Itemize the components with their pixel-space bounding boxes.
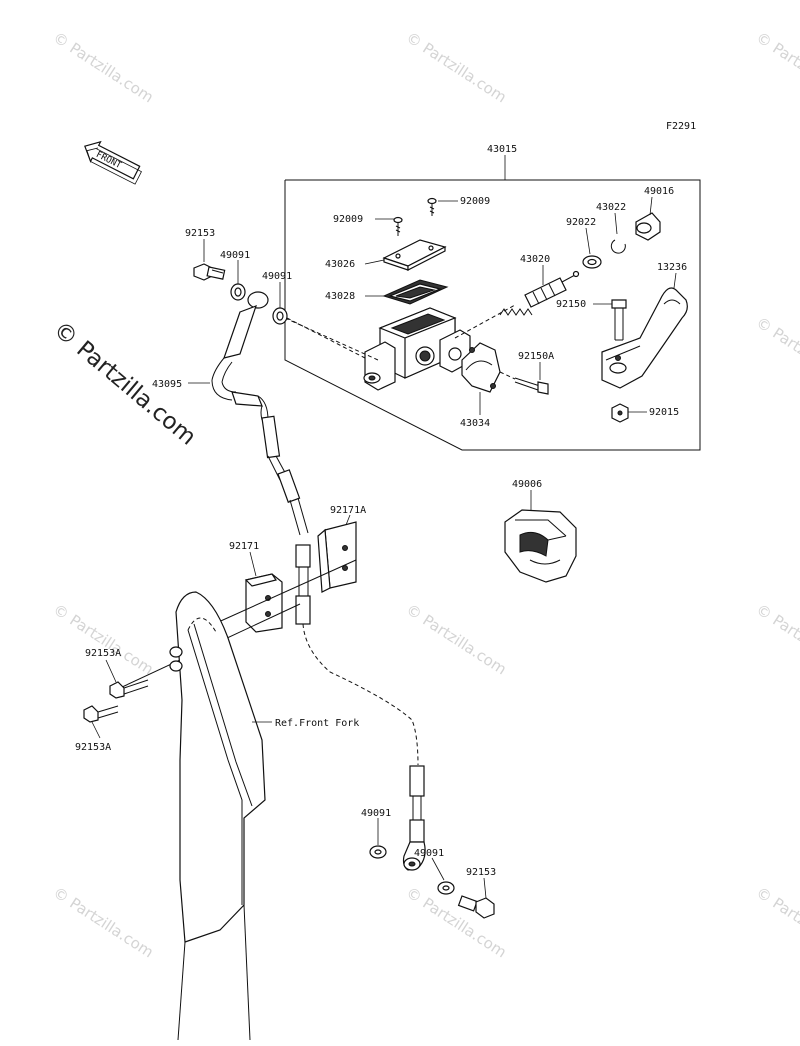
label-43095: 43095 [152, 379, 182, 390]
label-43015: 43015 [487, 144, 517, 155]
banjo-bolt-92153-bottom [457, 895, 495, 919]
bracket-92171A [317, 521, 357, 593]
bolt-92153A-lower [83, 705, 119, 723]
label-ref-front-fork: Ref.Front Fork [275, 718, 359, 729]
washer-49091-top-right [272, 307, 288, 325]
watermark-tile: © Partzilla.com [403, 883, 510, 961]
watermark-tile: © Partzilla.com [50, 883, 157, 961]
label-92150: 92150 [556, 299, 586, 310]
bolt-92153A-upper [109, 679, 149, 699]
clamp-43034 [461, 342, 501, 393]
label-49091-top-1: 49091 [220, 250, 250, 261]
label-92009-right: 92009 [460, 196, 490, 207]
label-49091-top-2: 49091 [262, 271, 292, 282]
watermark-tiles: © Partzilla.com © Partzilla.com © Partzi… [50, 28, 800, 961]
watermark-tile: © Partzilla.com [753, 313, 800, 391]
assembly-box-43015 [284, 155, 701, 451]
label-92171A: 92171A [330, 505, 366, 516]
brake-hose-43095 [211, 291, 311, 625]
brake-hose-lower [402, 765, 426, 871]
label-92153-bottom: 92153 [466, 867, 496, 878]
label-49091-bottom-2: 49091 [414, 848, 444, 859]
watermark-tile: © Partzilla.com [403, 600, 510, 678]
boot-49016 [635, 212, 661, 241]
label-13236: 13236 [657, 262, 687, 273]
washer-49091-bottom-right [437, 881, 455, 895]
label-43028: 43028 [325, 291, 355, 302]
label-92022: 92022 [566, 217, 596, 228]
label-49091-bottom-1: 49091 [361, 808, 391, 819]
watermark-tile: © Partzilla.com [403, 28, 510, 106]
watermark-tile: © Partzilla.com [50, 28, 157, 106]
circlip-43022 [610, 239, 626, 254]
bolt-92150 [611, 299, 627, 341]
protector-49006 [504, 509, 577, 583]
label-92153-top: 92153 [185, 228, 215, 239]
label-49016: 49016 [644, 186, 674, 197]
reservoir-cover-43026 [382, 239, 447, 271]
label-92153A-lower: 92153A [75, 742, 111, 753]
label-43020: 43020 [520, 254, 550, 265]
washer-49091-bottom-left [369, 845, 387, 859]
label-43034: 43034 [460, 418, 490, 429]
banjo-bolt-92153-top [193, 263, 226, 281]
bolt-92150A [514, 377, 549, 395]
washer-49091-top-left [230, 283, 246, 301]
watermark-tile: © Partzilla.com [753, 28, 800, 106]
label-92150A: 92150A [518, 351, 554, 362]
label-49006: 49006 [512, 479, 542, 490]
piston-assembly-43020 [499, 270, 580, 316]
label-92153A-upper: 92153A [85, 648, 121, 659]
diaphragm-43028 [382, 279, 449, 305]
nut-92015 [611, 403, 629, 423]
front-arrow-icon: FRONT [84, 140, 142, 185]
watermark-tile: © Partzilla.com [753, 600, 800, 678]
watermark-tile: © Partzilla.com [50, 600, 157, 678]
diagram-code: F2291 [666, 121, 696, 132]
washer-92022 [582, 255, 602, 269]
master-cylinder-body [363, 307, 471, 391]
label-43026: 43026 [325, 259, 355, 270]
front-fork-guard [169, 591, 266, 1041]
screw-92009-left [393, 216, 403, 236]
label-92009-left: 92009 [333, 214, 363, 225]
label-43022: 43022 [596, 202, 626, 213]
label-92015: 92015 [649, 407, 679, 418]
screw-92009-right [427, 197, 437, 216]
watermark-tile: © Partzilla.com [753, 883, 800, 961]
label-92171: 92171 [229, 541, 259, 552]
lever-13236 [601, 287, 688, 389]
bracket-92171 [244, 573, 283, 633]
